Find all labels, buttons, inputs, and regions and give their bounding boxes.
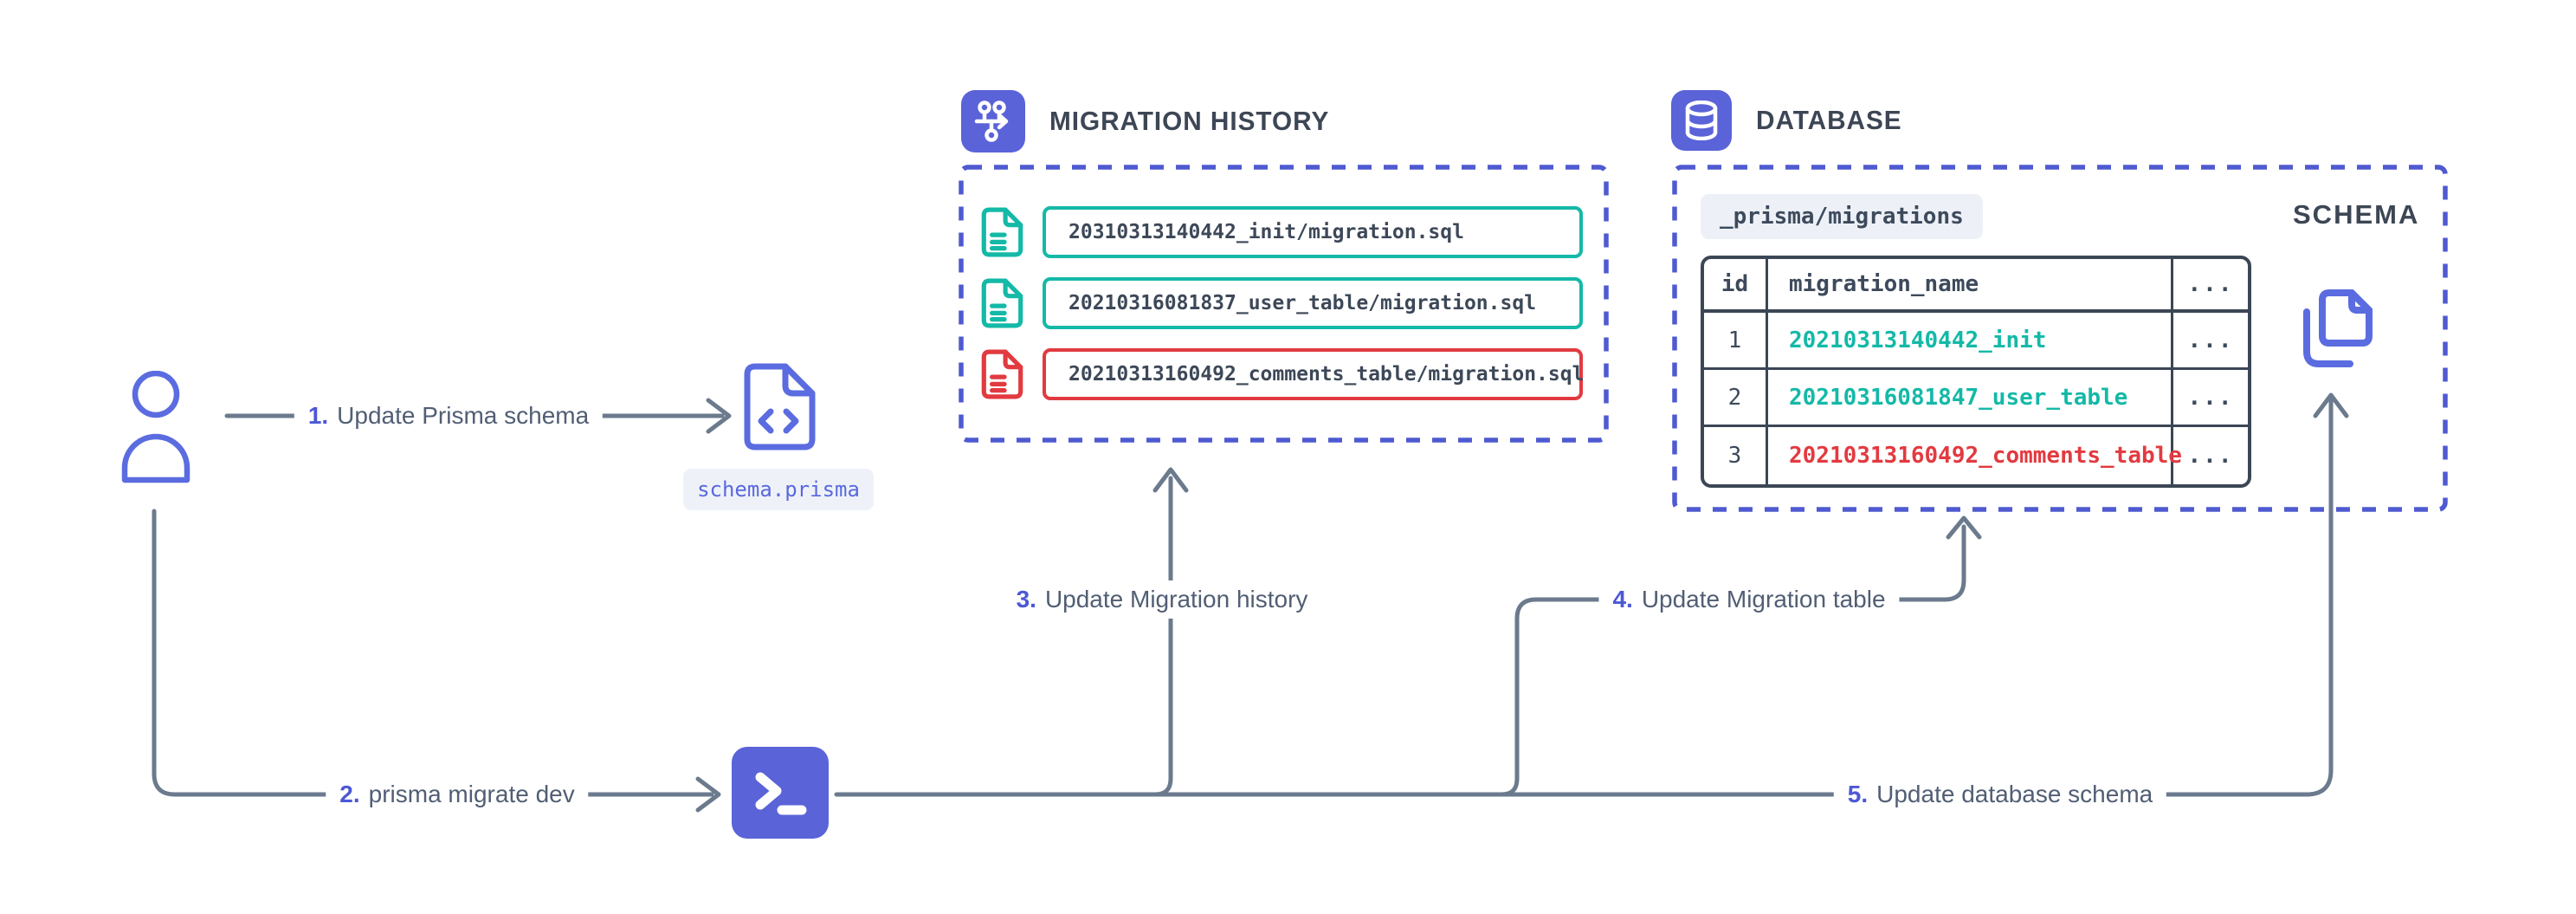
- document-icon: [981, 207, 1023, 257]
- arrow-5-head-icon: [2313, 392, 2349, 418]
- arrow-3-line: [1152, 476, 1173, 797]
- migration-file-name: 20210316081837_user_table/migration.sql: [1068, 292, 1537, 314]
- step-number: 5.: [1847, 781, 1869, 807]
- table-header-id: id: [1704, 259, 1768, 313]
- table-row-more: ...: [2173, 313, 2248, 370]
- arrow-3-head-icon: [1152, 467, 1189, 493]
- table-row-more: ...: [2173, 370, 2248, 427]
- migration-history-title: MIGRATION HISTORY: [1049, 106, 1330, 136]
- schema-file-label: schema.prisma: [683, 469, 874, 510]
- document-icon: [981, 349, 1023, 399]
- step-text: Update Migration table: [1641, 586, 1886, 613]
- step-label-3: 3. Update Migration history: [1002, 580, 1322, 619]
- step-text: Update Migration history: [1044, 586, 1308, 613]
- migration-file-box: 20310313140442_init/migration.sql: [1043, 206, 1583, 258]
- pages-icon: [2303, 289, 2373, 367]
- arrow-2-line: [152, 509, 714, 797]
- migration-file-box: 20210316081837_user_table/migration.sql: [1043, 277, 1583, 329]
- database-header: DATABASE: [1671, 90, 1908, 151]
- step-label-5: 5. Update database schema: [1833, 775, 2167, 814]
- migration-file-box: 20210313160492_comments_table/migration.…: [1043, 348, 1585, 400]
- step-number: 4.: [1612, 586, 1633, 613]
- table-row-id: 3: [1704, 427, 1768, 484]
- step-number: 3.: [1016, 586, 1036, 613]
- table-row-migration-name: 20210313160492_comments_table: [1768, 427, 2182, 484]
- database-icon: [1671, 90, 1732, 151]
- migration-file-name: 20310313140442_init/migration.sql: [1068, 221, 1464, 243]
- person-icon: [121, 371, 190, 483]
- table-header-more: ...: [2173, 259, 2248, 313]
- migration-history-boundary: [959, 165, 1609, 443]
- git-timeline-icon: [961, 90, 1025, 152]
- code-file-icon: [744, 363, 816, 451]
- database-boundary: [1672, 165, 2448, 512]
- step-number: 2.: [339, 781, 360, 807]
- document-icon: [981, 278, 1023, 328]
- migration-file-name: 20210313160492_comments_table/migration.…: [1068, 363, 1585, 386]
- migration-history-header: MIGRATION HISTORY: [961, 90, 1341, 152]
- database-title: DATABASE: [1756, 105, 1902, 135]
- migrations-table-name-badge: _prisma/migrations: [1701, 194, 1983, 239]
- step-label-1: 1. Update Prisma schema: [294, 397, 604, 435]
- arrow-4-line: [1499, 524, 1966, 797]
- table-row-id: 1: [1704, 313, 1768, 370]
- table-row-id: 2: [1704, 370, 1768, 427]
- arrow-2-head-icon: [695, 776, 721, 813]
- arrow-1-head-icon: [706, 398, 732, 434]
- migrations-table: id migration_name ... 1 20210313140442_i…: [1701, 256, 2251, 488]
- step-label-4: 4. Update Migration table: [1598, 580, 1900, 619]
- step-text: prisma migrate dev: [368, 781, 575, 807]
- step-text: Update Prisma schema: [337, 402, 590, 429]
- schema-label: SCHEMA: [2293, 199, 2420, 230]
- table-header-migration-name: migration_name: [1768, 259, 2173, 313]
- table-row-migration-name: 20210316081847_user_table: [1768, 370, 2173, 427]
- migration-file-row: 20210316081837_user_table/migration.sql: [980, 277, 1583, 329]
- migration-file-row: 20310313140442_init/migration.sql: [980, 206, 1583, 258]
- step-number: 1.: [307, 402, 329, 429]
- table-row-migration-name: 20210313140442_init: [1768, 313, 2173, 370]
- migration-file-row: 20210313160492_comments_table/migration.…: [980, 348, 1585, 400]
- step-text: Update database schema: [1876, 781, 2153, 807]
- step-label-2: 2. prisma migrate dev: [326, 775, 589, 814]
- arrow-4-head-icon: [1946, 515, 1982, 540]
- arrow-5-line: [834, 398, 2334, 797]
- terminal-icon: [732, 747, 829, 839]
- table-row-more: ...: [2187, 443, 2234, 469]
